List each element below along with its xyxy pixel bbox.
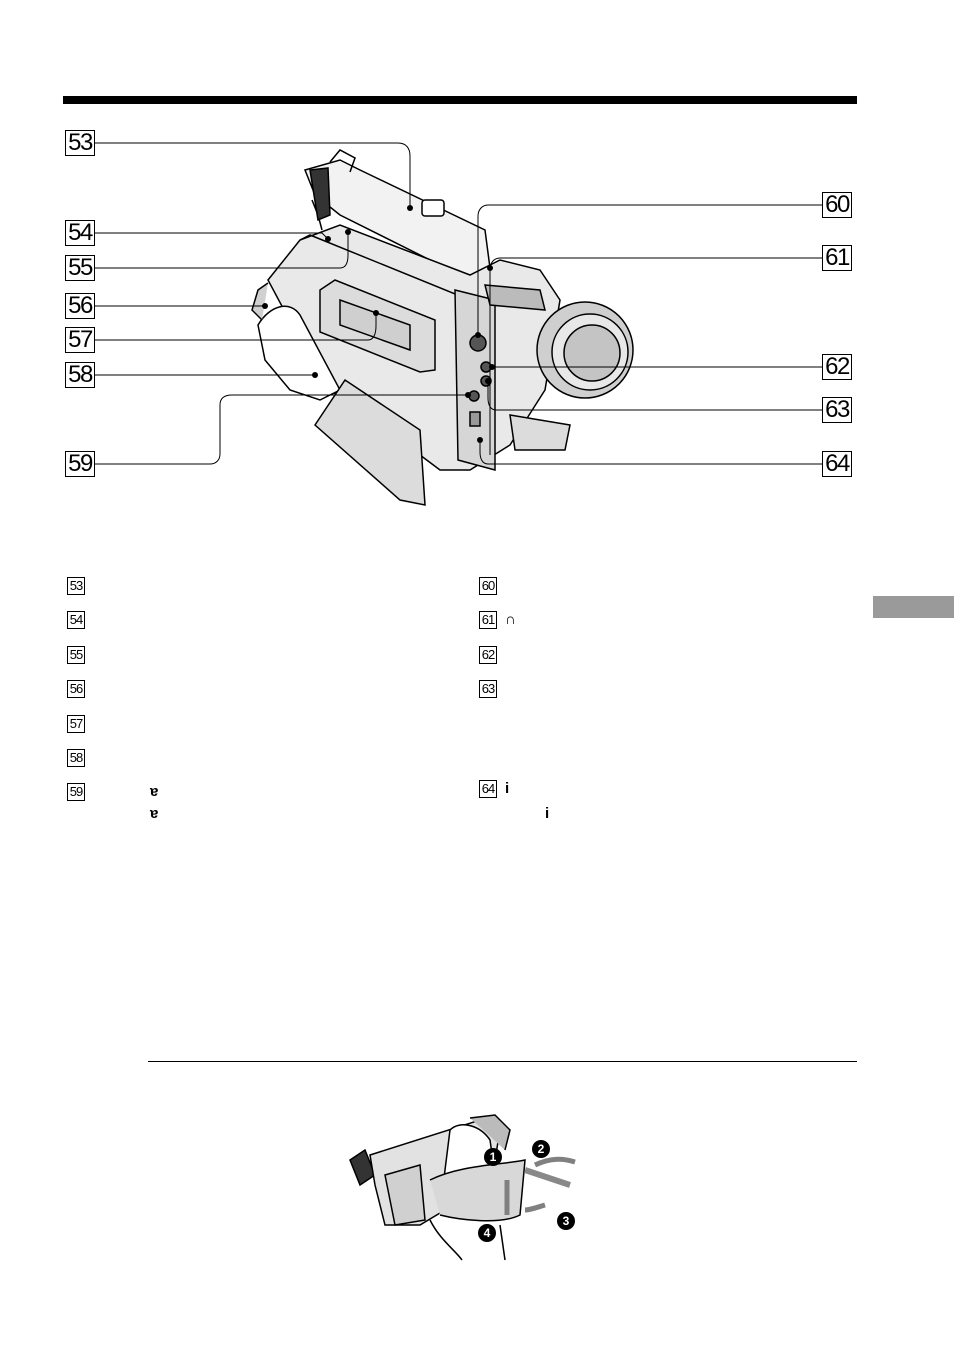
callout-56: 56 — [65, 293, 95, 319]
legend-item: 54 — [67, 610, 85, 630]
legend-item: 57 — [67, 714, 85, 734]
legend-item: 53 — [67, 576, 85, 596]
microphone-icon: i — [505, 780, 510, 797]
legend-number: 53 — [67, 577, 85, 595]
callout-60: 60 — [822, 192, 852, 218]
legend-item: 64 i — [479, 779, 509, 799]
headphones-icon: ∩ — [505, 611, 516, 628]
section-tab — [873, 596, 954, 618]
callout-55: 55 — [65, 255, 95, 281]
microphone-icon: i — [545, 805, 550, 822]
callout-58: 58 — [65, 362, 95, 388]
legend-item: 55 — [67, 645, 85, 665]
legend-number: 58 — [67, 749, 85, 767]
lanc-icon: ɐ — [150, 805, 159, 822]
callout-61: 61 — [822, 245, 852, 271]
callout-63: 63 — [822, 397, 852, 423]
legend-item: 58 — [67, 748, 85, 768]
legend-number: 62 — [479, 646, 497, 664]
legend-item: 60 — [479, 576, 497, 596]
legend-number: 56 — [67, 680, 85, 698]
top-rule — [63, 96, 857, 104]
legend-number: 54 — [67, 611, 85, 629]
camcorder-illustration — [95, 142, 822, 506]
legend-number: 64 — [479, 780, 497, 798]
step-4-label: 4 — [484, 1226, 491, 1240]
step-3-label: 3 — [563, 1214, 570, 1228]
legend-number: 55 — [67, 646, 85, 664]
callout-59: 59 — [65, 451, 95, 477]
callout-57: 57 — [65, 327, 95, 353]
legend-item: 63 — [479, 679, 497, 699]
callout-62: 62 — [822, 354, 852, 380]
legend-item: 56 — [67, 679, 85, 699]
lanc-icon: ɐ — [150, 783, 159, 800]
legend-number: 59 — [67, 783, 85, 801]
legend-number: 61 — [479, 611, 497, 629]
callout-54: 54 — [65, 220, 95, 246]
step-2-label: 2 — [538, 1142, 545, 1156]
legend-number: 60 — [479, 577, 497, 595]
legend-item: 62 — [479, 645, 497, 665]
step-1-label: 1 — [490, 1150, 497, 1164]
legend-item: 61 ∩ — [479, 610, 516, 630]
legend-item: 59 — [67, 782, 85, 802]
legend-number: 63 — [479, 680, 497, 698]
callout-64: 64 — [822, 451, 852, 477]
section-divider — [148, 1061, 857, 1062]
legend-number: 57 — [67, 715, 85, 733]
callout-53: 53 — [65, 130, 95, 156]
